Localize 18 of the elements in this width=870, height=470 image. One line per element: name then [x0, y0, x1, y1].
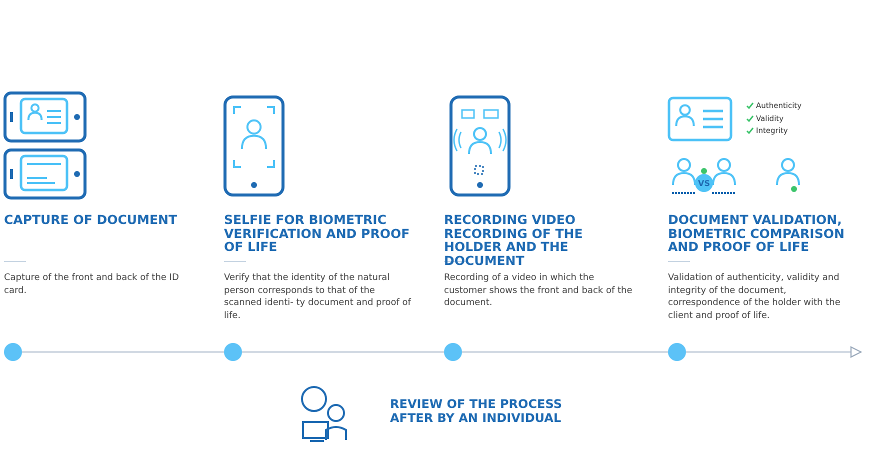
step-description: Capture of the front and back of the ID card.: [4, 272, 180, 297]
timeline-dot: [224, 343, 242, 361]
review-heading: REVIEW OF THE PROCESS AFTER BY AN INDIVIDUAL: [390, 398, 563, 425]
timeline-line: [22, 351, 224, 353]
step-description: Recording of a video in which the customer shows the front and back of the document.: [444, 272, 634, 310]
vs-badge-text: VS: [697, 179, 711, 188]
timeline-dot: [444, 343, 462, 361]
step-heading: RECORDING VIDEO RECORDING OF THE HOLDER AND THE DOCUMENT: [444, 213, 584, 267]
timeline-dot: [4, 343, 22, 361]
step-description: Verify that the identity of the natural person corresponds to that of the scanned identi- ty document and proof of life.: [224, 272, 412, 322]
timeline-line: [242, 351, 444, 353]
timeline-dot: [668, 343, 686, 361]
timeline-arrow: [686, 346, 862, 358]
timeline-line: [462, 351, 668, 353]
step-heading: CAPTURE OF DOCUMENT: [4, 213, 178, 226]
step-heading: SELFIE FOR BIOMETRIC VERIFICATION AND PROOF OF LIFE: [224, 213, 411, 254]
step-description: Validation of authenticity, validity and integrity of the document, correspondence of the holder with the client and proof of life.: [668, 272, 842, 322]
step-heading: DOCUMENT VALIDATION, BIOMETRIC COMPARISON AND PROOF OF LIFE: [668, 213, 846, 254]
